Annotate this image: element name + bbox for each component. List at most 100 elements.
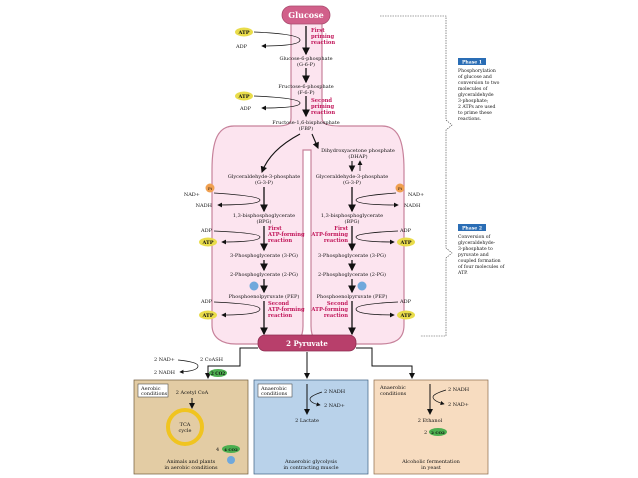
reaction-second-atp-left-3: reaction (268, 313, 292, 319)
nadh-label: NADH (404, 203, 421, 209)
phase2-bracket (420, 175, 453, 337)
glucose-pill (281, 5, 331, 25)
atp-label: ATP (201, 313, 213, 319)
reaction-second-atp-right-2: ATP-forming (310, 307, 348, 313)
phase2-tag-label: Phase 2 (462, 226, 482, 232)
phase2-line: of four molecules of (458, 264, 505, 270)
fate-nad-in: 2 NAD+ (154, 357, 175, 363)
atp-label: ATP (237, 94, 249, 100)
yeast-condition-line: conditions (380, 391, 407, 397)
co2-badge (222, 445, 240, 453)
reaction-first-atp-left-2: ATP-forming (267, 232, 305, 238)
yeast-co2-prefix: 2 (424, 430, 427, 436)
aerobic-condition-line: Aerobic (140, 386, 161, 392)
reaction-first-atp-right-1: First (334, 226, 348, 232)
reaction-second-atp-left-2: ATP-forming (267, 307, 305, 313)
pep-left: Phosphoenolpyruvate (PEP) (229, 293, 300, 300)
fbp-name: Fructose-1,6-bisphosphate (272, 120, 340, 126)
phase1-line: of glucose and (458, 74, 492, 80)
bpg-right-name: 1,3-bisphosphoglycerate (321, 213, 383, 219)
reaction-first-atp-left-1: First (268, 226, 282, 232)
atp-badge (199, 237, 217, 247)
phase1-line: molecules of (458, 86, 488, 92)
yeast-product: 2 Ethanol (418, 418, 443, 424)
atp-curve-arrow (253, 31, 301, 49)
pi-badge (395, 183, 405, 193)
pyruvate-label: 2 Pyruvate (286, 339, 328, 348)
atp-badge (235, 91, 253, 101)
atp-label: ATP (399, 240, 411, 246)
aerobic-product: 2 Acetyl CoA (176, 390, 209, 396)
dhap-name: Dihydroxyacetone phosphate (321, 148, 395, 154)
atp-label: ATP (201, 240, 213, 246)
fate-coash: 2 CoASH (200, 357, 224, 363)
yeast-caption-1: Alcoholic fermentation (401, 459, 461, 465)
adp-label: ADP (200, 228, 213, 234)
phase2-text: Conversion of glyceraldehyde- 3-phosphat… (457, 234, 505, 276)
phase1-tag (458, 58, 486, 65)
branch-line-left (205, 347, 258, 379)
yeast-nad: 2 NAD+ (448, 402, 469, 408)
pi-label: Pi (398, 186, 403, 191)
bpg-left-abbrev: (BPG) (257, 218, 272, 225)
co2-badge (209, 369, 227, 377)
muscle-condition-line: conditions (261, 391, 288, 397)
pg3-right: 3-Phosphoglycerate (3-PG) (318, 252, 386, 259)
reaction-first-priming-1: First (311, 28, 325, 34)
adp-curve-arrow (355, 301, 399, 318)
water-icon (227, 456, 235, 464)
pi-label: Pi (208, 186, 213, 191)
muscle-curve-arrow (309, 391, 323, 407)
pg2-right: 2-Phosphoglycerate (2-PG) (318, 271, 386, 278)
pi-badge (205, 183, 215, 193)
reaction-first-atp-right-2: ATP-forming (310, 232, 348, 238)
fbp-abbrev: (FBP) (299, 125, 313, 132)
phase2-line: pyruvate and (458, 252, 489, 258)
f6p-name: Fructose-6-phosphate (278, 84, 333, 90)
atp-badge (397, 310, 415, 320)
adp-label: ADP (235, 44, 248, 50)
bpg-left-name: 1,3-bisphosphoglycerate (233, 213, 295, 219)
phase1-line: 3-phosphate; (458, 98, 489, 104)
reaction-second-atp-left-1: Second (268, 301, 289, 307)
reaction-second-priming-1: Second (311, 98, 332, 104)
cofactor-curve-arrow (177, 359, 199, 374)
adp-curve-arrow (213, 301, 261, 318)
atp-badge (199, 310, 217, 320)
arrow-fbp-dhap (311, 133, 319, 150)
muscle-condition-line: Anaerobic (260, 386, 287, 392)
phase1-line: 2 ATPs are used (458, 104, 495, 110)
pep-right: Phosphoenolpyruvate (PEP) (317, 293, 388, 300)
tca-label: TCA (180, 422, 191, 428)
aerobic-co2-prefix: 4 (216, 447, 219, 453)
aerobic-caption-1: Animals and plants (166, 459, 216, 465)
yeast-caption-2: in yeast (421, 465, 441, 471)
phase1-bracket (380, 15, 453, 175)
atp-label: ATP (399, 313, 411, 319)
nad-label: NAD+ (408, 192, 424, 198)
phase2-line: ATP. (457, 270, 468, 276)
g3p-right-abbrev: (G-3-P) (343, 179, 361, 186)
water-icon (357, 281, 367, 291)
phase2-line: coupled formation (458, 258, 501, 264)
nadh-label: NADH (196, 203, 213, 209)
phase2-tag (458, 224, 486, 231)
muscle-box (253, 379, 369, 475)
yeast-box (373, 379, 489, 475)
g6p-abbrev: (G-6-P) (297, 61, 315, 68)
reaction-first-priming-3: reaction (311, 40, 335, 46)
yeast-condition-line: Anaerobic (379, 385, 406, 391)
adp-curve-arrow (355, 230, 399, 245)
phase1-line: conversion to two (458, 80, 500, 86)
dhap-abbrev: (DHAP) (348, 153, 367, 160)
phase2-line: Conversion of (458, 234, 491, 240)
yeast-curve-arrow (432, 389, 447, 406)
adp-curve-arrow (213, 230, 261, 245)
branch-line-right (356, 347, 415, 379)
phase1-line: to prime these (458, 110, 492, 116)
yeast-nadh: 2 NADH (448, 387, 470, 393)
g3p-left-name: Glyceraldehyde-3-phosphate (228, 174, 300, 180)
adp-label: ADP (399, 299, 412, 305)
phase1-line: reactions. (458, 116, 482, 122)
